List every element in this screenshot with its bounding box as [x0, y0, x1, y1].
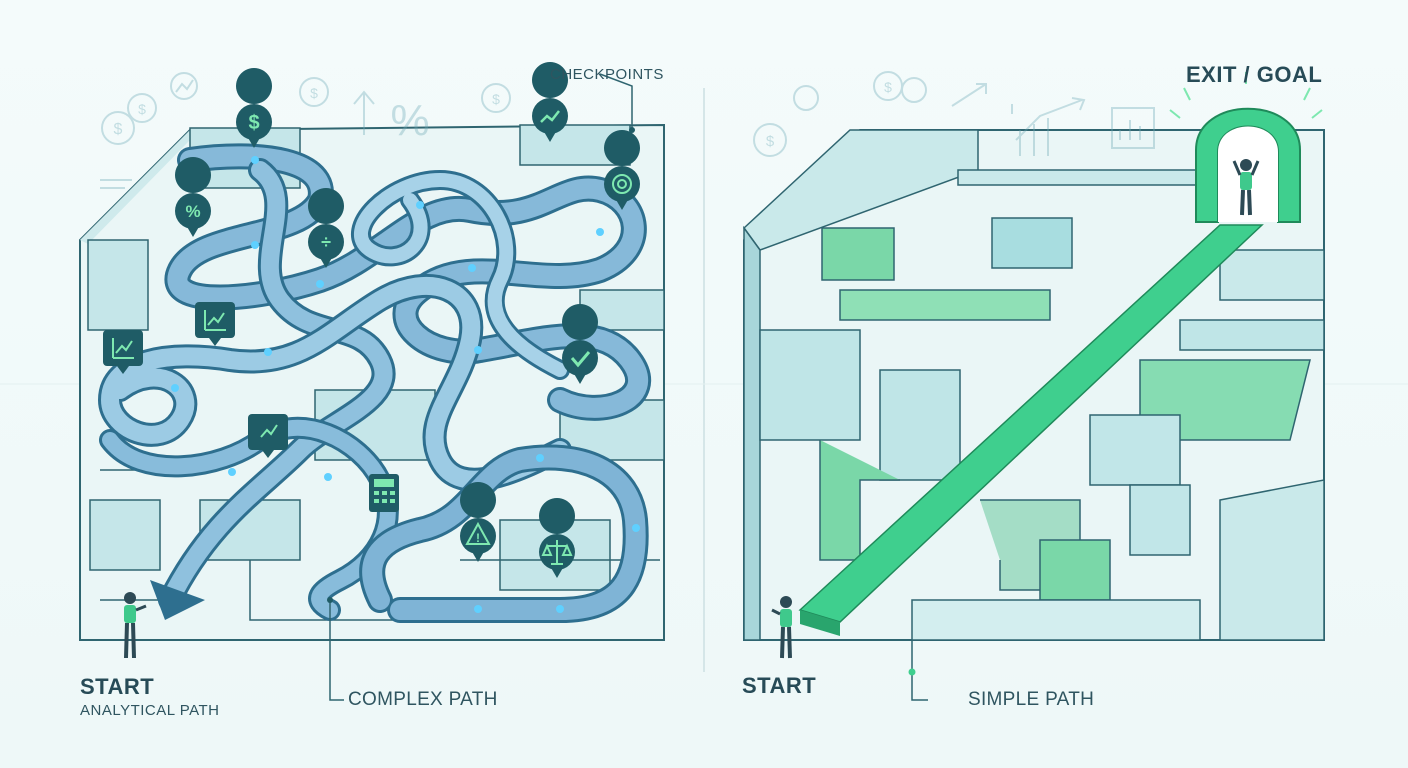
- person-at-start-left: [124, 592, 147, 659]
- exit-goal-label: EXIT / GOAL: [1186, 62, 1323, 87]
- checkpoint-target-icon: [604, 130, 641, 210]
- checkpoint-check-icon: [562, 304, 599, 384]
- checkpoint-chart-icon: [248, 414, 288, 458]
- svg-text:$: $: [884, 79, 892, 95]
- svg-text:$: $: [138, 101, 146, 117]
- checkpoint-divide-icon: ÷: [308, 188, 345, 268]
- person-at-start-right: [771, 596, 792, 659]
- simple-path-label: SIMPLE PATH: [968, 689, 1095, 710]
- analytical-path-label: ANALYTICAL PATH: [80, 702, 220, 719]
- checkpoint-warning-icon: !: [460, 482, 497, 562]
- checkpoint-dollar-icon: $: [236, 68, 273, 148]
- checkpoint-calculator-icon: [369, 474, 399, 512]
- decorative-growth-icons: $ $: [753, 71, 1155, 157]
- checkpoint-trend-up-icon: [532, 61, 569, 142]
- checkpoint-chart-icon: [195, 302, 235, 346]
- svg-text:÷: ÷: [321, 232, 331, 252]
- svg-text:%: %: [390, 96, 429, 145]
- svg-text:$: $: [310, 85, 318, 101]
- svg-text:$: $: [114, 121, 123, 138]
- checkpoint-scales-icon: [539, 498, 576, 578]
- svg-text:$: $: [766, 133, 775, 150]
- left-start-label: START: [80, 674, 155, 699]
- complex-maze: $ % ÷ !: [79, 61, 665, 701]
- checkpoint-chart-icon: [103, 330, 143, 374]
- exit-arch: [1169, 72, 1323, 223]
- complex-path-label: COMPLEX PATH: [348, 689, 498, 710]
- checkpoints-label: CHECKPOINTS: [550, 66, 664, 83]
- simple-maze: $ $: [743, 71, 1325, 701]
- svg-text:$: $: [492, 91, 500, 107]
- checkpoint-percent-icon: %: [175, 157, 212, 237]
- right-start-label: START: [742, 673, 817, 698]
- simple-path-ribbon: [798, 224, 1264, 623]
- svg-text:!: !: [476, 531, 480, 545]
- svg-text:$: $: [248, 112, 259, 134]
- decorative-finance-icons: $ $ $ $ %: [100, 72, 511, 189]
- svg-text:%: %: [185, 202, 200, 221]
